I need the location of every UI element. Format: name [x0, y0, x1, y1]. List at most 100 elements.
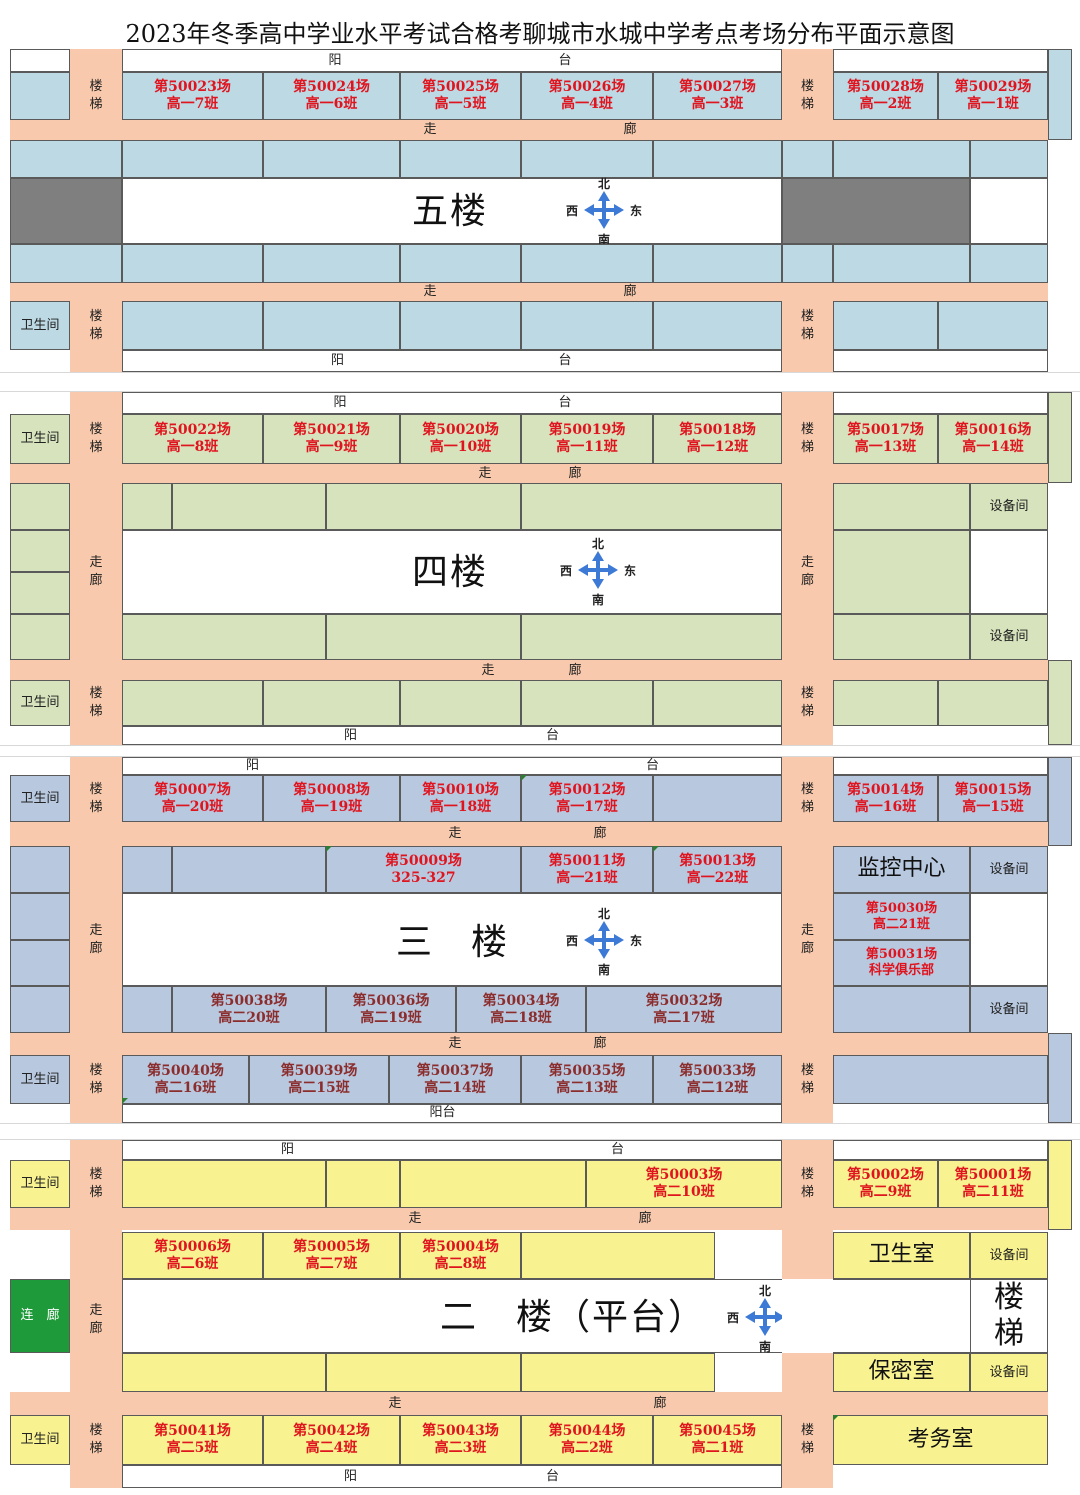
exam-room-number: 第50039场	[280, 1062, 358, 1079]
exam-room: 第50037场高二14班	[389, 1055, 521, 1104]
exam-room: 第50033场高二12班	[653, 1055, 782, 1104]
stair-label: 梯	[89, 97, 103, 112]
stair-label: 梯	[89, 704, 103, 719]
exam-room-number: 第50021场	[293, 422, 370, 439]
compass-arrows-icon	[745, 1298, 785, 1336]
balcony-strip	[833, 49, 1048, 72]
plan-cell	[10, 483, 70, 530]
stairwell: 楼梯	[70, 680, 122, 726]
balcony-label: 阳	[300, 50, 370, 71]
plan-cell	[122, 614, 326, 660]
exam-room: 第50011场高一21班	[521, 846, 653, 893]
exam-room-number: 第50042场	[293, 1423, 370, 1440]
cell-corner-mark	[326, 846, 332, 852]
exam-room-class: 高一15班	[962, 798, 1024, 815]
corridor-label: 走	[425, 823, 485, 845]
equipment-room: 设备间	[970, 483, 1048, 530]
exam-room-number: 第50006场	[154, 1238, 231, 1255]
plan-cell	[326, 1160, 400, 1208]
plan-cell	[521, 244, 653, 283]
exam-room-class: 高一14班	[962, 439, 1024, 455]
compass-east: 东	[630, 934, 643, 948]
exam-room-class: 高一9班	[305, 439, 358, 455]
compass-arrows-icon	[578, 551, 618, 589]
balcony-label: 阳	[255, 1141, 320, 1159]
plan-cell	[938, 680, 1048, 726]
balcony-label-text: 阳	[333, 395, 347, 411]
plan-cell	[521, 680, 653, 726]
corridor-label: 廊	[615, 1209, 675, 1229]
corridor-label-text: 廊	[593, 826, 607, 842]
compass-north: 北	[759, 1284, 772, 1298]
exam-room: 第50041场高二5班	[122, 1415, 263, 1465]
plan-cell	[1048, 49, 1072, 140]
plan-cell	[326, 483, 521, 530]
exam-room-number: 第50017场	[847, 422, 924, 439]
exam-room: 第50027场高一3班	[653, 72, 782, 120]
exam-room-number: 第50016场	[954, 422, 1032, 439]
plan-cell	[653, 775, 782, 822]
plan-cell	[1048, 660, 1072, 745]
balcony-label-text: 阳	[343, 727, 357, 743]
floor-name: 二 楼（平台）	[440, 1285, 700, 1350]
corridor-label-text: 走	[388, 1395, 402, 1411]
plan-cell	[10, 893, 70, 940]
exam-room-number: 第50023场	[154, 79, 231, 96]
exam-room: 第50044场高二2班	[521, 1415, 653, 1465]
plan-cell	[521, 301, 653, 350]
plan-cell	[1048, 392, 1072, 483]
corridor-label: 廊	[570, 1034, 630, 1054]
balcony-label: 阳	[220, 757, 285, 775]
plan-cell	[782, 140, 833, 178]
exam-room-class: 高二11班	[962, 1184, 1024, 1200]
exam-room-number: 第50008场	[293, 781, 370, 798]
plan-cell	[400, 680, 521, 726]
plan-cell	[10, 140, 122, 178]
toilet-text: 卫生间	[20, 1176, 60, 1192]
big-stairwell-label: 楼	[994, 1280, 1024, 1315]
floor-name-text: 四楼	[411, 551, 488, 593]
compass-icon: 北南西东	[564, 175, 644, 247]
compass-east: 东	[624, 564, 637, 578]
corridor-label-text: 廊	[638, 1211, 652, 1227]
floor-separator	[0, 745, 1080, 757]
exam-room-number: 第50020场	[422, 422, 499, 439]
stair-label: 楼	[89, 686, 103, 702]
corridor-label: 走	[385, 1209, 445, 1229]
exam-office: 考务室	[833, 1415, 1048, 1465]
exam-room-class: 高一21班	[556, 869, 618, 886]
stair-label: 楼	[800, 1423, 814, 1439]
exam-room: 第50042场高二4班	[263, 1415, 400, 1465]
exam-room-class: 高一13班	[854, 439, 917, 455]
corridor	[10, 1208, 1048, 1230]
exam-room-class: 高二8班	[434, 1255, 487, 1272]
compass-icon: 北南西东	[558, 535, 638, 607]
plan-cell	[263, 244, 400, 283]
exam-room: 第50008场高一19班	[263, 775, 400, 822]
exam-room: 第50006场高二6班	[122, 1232, 263, 1279]
plan-cell	[400, 1160, 586, 1208]
exam-room-class: 高二20班	[218, 1009, 280, 1026]
equipment-room-text: 设备间	[989, 629, 1029, 645]
side-corridor-label: 廊	[800, 572, 814, 588]
plan-cell	[970, 140, 1048, 178]
corridor	[10, 120, 1048, 140]
exam-room: 第50032场高二17班	[586, 986, 782, 1033]
stair-label: 楼	[89, 1167, 103, 1183]
exam-room-class: 高一8班	[166, 439, 219, 455]
exam-room-class: 高一18班	[429, 798, 492, 815]
exam-room: 第50010场高一18班	[400, 775, 521, 822]
floor-name: 五楼	[380, 182, 520, 242]
toilet: 卫生间	[10, 680, 70, 726]
exam-room-number: 第50044场	[548, 1423, 626, 1440]
exam-room-number: 第50001场	[954, 1167, 1032, 1184]
equipment-room: 设备间	[970, 614, 1048, 660]
corridor-label-text: 走	[448, 1036, 462, 1052]
balcony-label-text: 阳	[343, 1468, 357, 1484]
exam-room: 第50040场高二16班	[122, 1055, 249, 1104]
equipment-room: 设备间	[970, 846, 1048, 893]
toilet: 卫生间	[10, 1055, 70, 1104]
plan-cell	[172, 483, 326, 530]
exam-room-class: 高二6班	[166, 1255, 219, 1272]
balcony-label-text: 台	[558, 52, 572, 68]
